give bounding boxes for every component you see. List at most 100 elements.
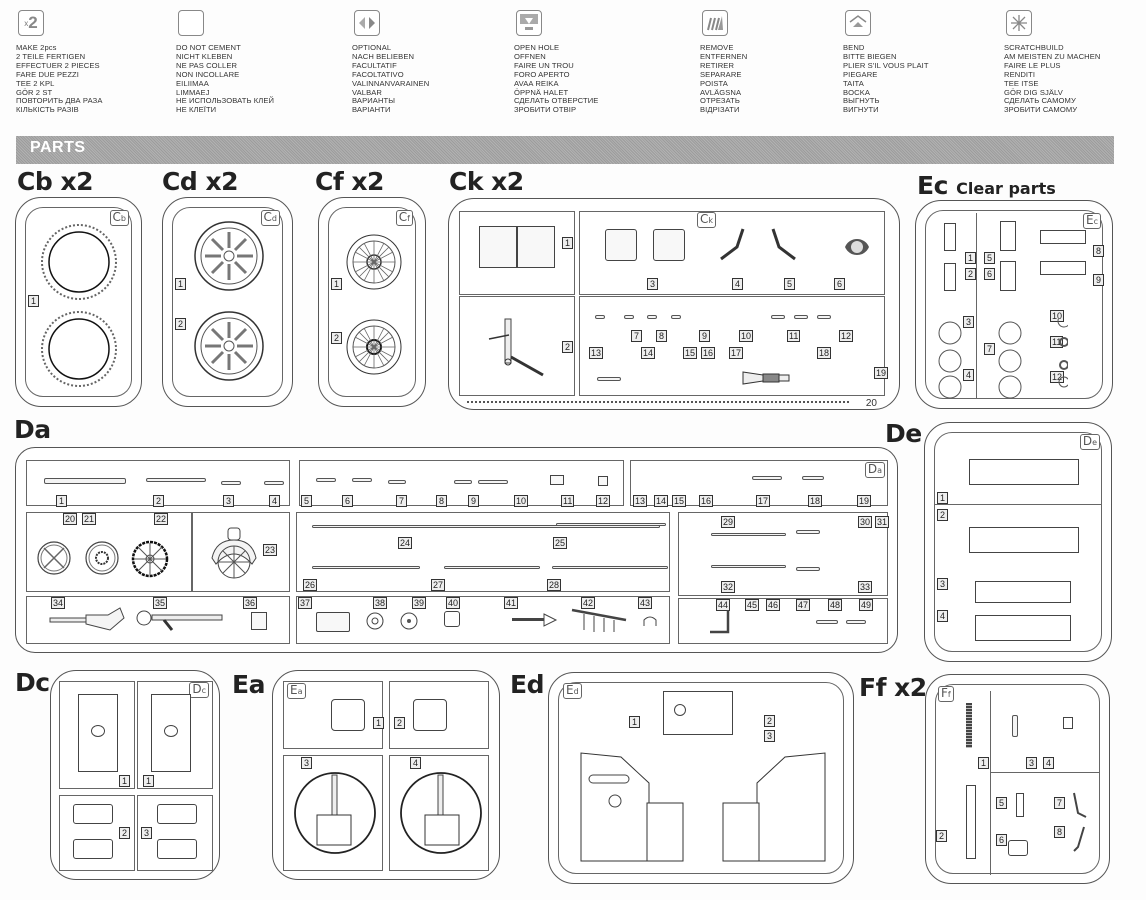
part-number: 1 [562, 237, 573, 249]
part-number: 2 [936, 830, 947, 842]
mount-part [251, 612, 267, 630]
part-number: 3 [223, 495, 234, 507]
part-number: 1 [175, 278, 186, 290]
sprue-runner [990, 691, 991, 875]
sprue-ed: Ed 1 2 3 [548, 672, 854, 884]
sprue-cell [678, 512, 888, 596]
legend-line: ВИГНУТИ [843, 105, 879, 115]
sprue-title-dc: Dc [15, 668, 50, 697]
small-part [796, 530, 820, 534]
part-number: 4 [410, 757, 421, 769]
part-number: 49 [859, 599, 874, 611]
side-plate-part [975, 581, 1071, 603]
part-number: 23 [263, 544, 278, 556]
part-number: 18 [817, 347, 832, 359]
small-part [624, 315, 634, 319]
hatch-plate-part [78, 694, 118, 772]
legend-line: TAITA [843, 78, 864, 88]
part-number: 3 [963, 316, 974, 328]
part-number: 5 [996, 797, 1007, 809]
part-number: 9 [1093, 274, 1104, 286]
sprue-tag-letter: D [192, 682, 202, 696]
part-number: 25 [553, 537, 568, 549]
legend-line: AM MEISTEN ZU MACHEN [1004, 51, 1101, 61]
sprue-ck: Ck 1 2 3 4 5 6 7 8 9 10 11 12 13 14 15 1… [448, 198, 900, 410]
legend-line: ЗРОБИТИ САМОМУ [1004, 105, 1078, 115]
part-number: 7 [1054, 797, 1065, 809]
legend-line: FAIRE LE PLUS [1004, 60, 1061, 70]
part-number: 2 [937, 509, 948, 521]
part-number: 35 [153, 597, 168, 609]
legend-open-hole: OPEN HOLE OFFNEN FAIRE UN TROU FORO APER… [514, 10, 598, 115]
sprue-title-de: De [885, 419, 922, 448]
part-number: 5 [984, 252, 995, 264]
part-number: 1 [331, 278, 342, 290]
panel-part [517, 226, 555, 268]
part-number: 2 [175, 318, 186, 330]
part-number: 7 [631, 330, 642, 342]
sprue-tag-letter: D [867, 462, 878, 476]
part-number: 1 [937, 492, 948, 504]
part-number: 7 [396, 495, 407, 507]
legend-line: NICHT KLEBEN [176, 51, 233, 61]
part-number: 9 [699, 330, 710, 342]
sprue-title-ec-code: Ec [917, 171, 948, 200]
sprue-tag-letter: F [941, 686, 948, 700]
legend-line: СДЕЛАТЬ САМОМУ [1004, 96, 1076, 106]
part-number: 9 [468, 495, 479, 507]
legend-do-not-cement: × DO NOT CEMENT NICHT KLEBEN NE PAS COLL… [176, 10, 274, 115]
sprue-tag-ea: Ea [287, 683, 306, 699]
sprue-title-cd: Cd x2 [162, 167, 238, 196]
legend-line: ЗРОБИТИ ОТВІР [514, 105, 577, 115]
legend-line: ВЫГНУТЬ [843, 96, 880, 106]
sprue-ea: Ea 1 2 3 4 [272, 670, 500, 880]
sprue-cell [579, 296, 885, 396]
part-number: 4 [1043, 757, 1054, 769]
legend-line: RETIRER [700, 60, 735, 70]
gun-barrel-part [49, 607, 125, 631]
sprue-title-ff: Ff x2 [859, 673, 927, 702]
sprue-tag-sub: k [708, 216, 714, 225]
tire-part [41, 311, 117, 387]
clear-lens-parts [938, 319, 1068, 399]
side-plate-part [975, 615, 1071, 641]
part-number: 6 [834, 278, 845, 290]
parts-header: PARTS [30, 139, 86, 156]
part-number: 3 [141, 827, 152, 839]
disc-part [400, 612, 418, 630]
scratchbuild-icon [1006, 10, 1032, 36]
part-number: 1 [143, 775, 154, 787]
legend-text: OPTIONAL NACH BELIEBEN FACULTATIF FACOLT… [352, 43, 429, 115]
sprue-ff: Ff 1 2 3 4 5 6 7 8 [925, 674, 1110, 884]
sprue-tag-sub: c [1093, 217, 1098, 226]
legend-optional: OPTIONAL NACH BELIEBEN FACULTATIF FACOLT… [352, 10, 429, 115]
legend-line: PIEGARE [843, 69, 878, 79]
small-part [595, 315, 605, 319]
casing-part [316, 612, 350, 632]
part-number: 3 [764, 730, 775, 742]
legend-line: AVAA REIKA [514, 78, 559, 88]
part-number: 13 [633, 495, 648, 507]
steering-wheel-part [37, 541, 71, 575]
sprue-runner [990, 772, 1099, 773]
sprue-tag-letter: D [1082, 434, 1093, 448]
legend-line: НЕ КЛЕЇТИ [176, 105, 217, 115]
clear-light-part [1040, 230, 1086, 244]
part-number: 39 [412, 597, 427, 609]
legend-line: GÖR DIG SJÄLV [1004, 87, 1063, 97]
legend-line: REMOVE [700, 43, 734, 52]
bracket-part [366, 612, 384, 630]
legend-line: ВАРИАНТЫ [352, 96, 396, 106]
part-number: 43 [638, 597, 653, 609]
part-number: 17 [756, 495, 771, 507]
part-number: 4 [732, 278, 743, 290]
legend-line: PLIER S'IL VOUS PLAIT [843, 60, 929, 70]
part-number: 2 [965, 268, 976, 280]
part-number: 37 [298, 597, 313, 609]
small-part [671, 315, 681, 319]
axle-part [44, 478, 126, 484]
lever-part [264, 481, 284, 485]
seat-part [73, 804, 113, 824]
sprue-cell [296, 596, 670, 644]
